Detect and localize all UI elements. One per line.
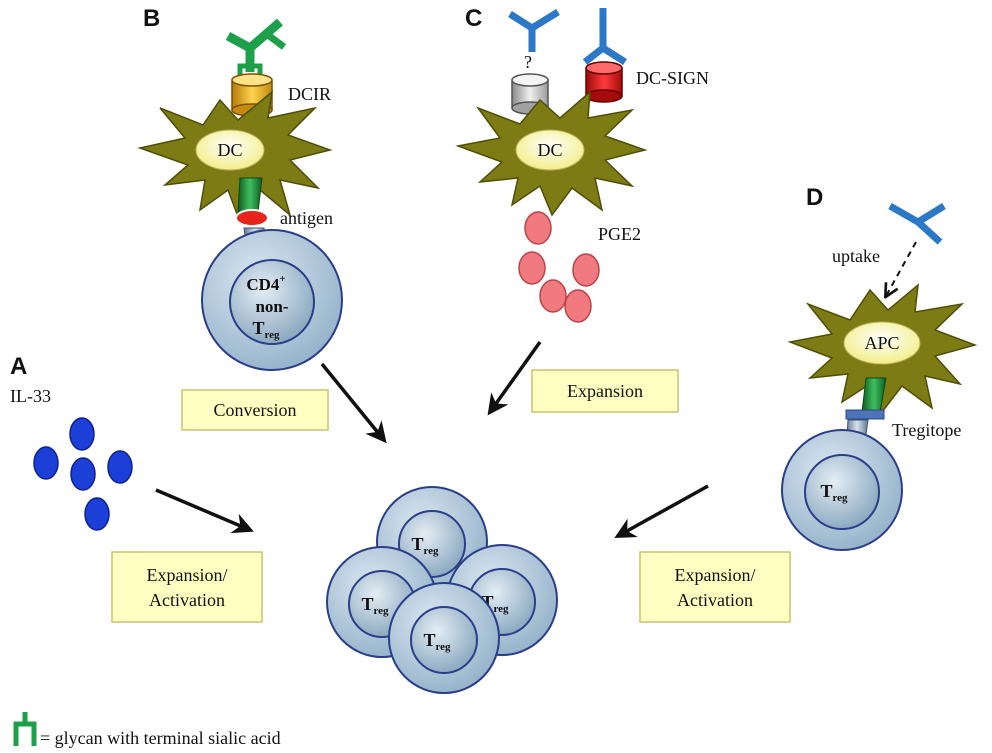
panel-letter-b: B: [143, 5, 160, 32]
svg-text:Treg: Treg: [423, 630, 451, 653]
expansion-activation-box-a: Expansion/ Activation: [111, 551, 263, 623]
treg-cluster: Treg Treg Treg Treg: [326, 486, 558, 694]
antibody-icon-c1: [508, 9, 560, 52]
treg-cell-d: Treg: [781, 429, 903, 551]
dc-nucleus-c: [515, 129, 585, 171]
panel-letter-a: A: [10, 353, 27, 380]
mhc-stalk-b: [237, 177, 263, 213]
apc-nucleus: [843, 321, 921, 365]
expansion-label: Expansion: [567, 381, 643, 401]
arrow-c-to-treg: [487, 340, 542, 416]
panel-letter-d: D: [806, 184, 823, 211]
svg-text:Activation: Activation: [149, 590, 225, 610]
pge2-label: PGE2: [598, 224, 641, 244]
antibody-icon-d: [888, 202, 946, 245]
cd4-superscript: +: [279, 273, 285, 285]
il33-molecules: [33, 417, 133, 531]
reg-label-b: reg: [264, 329, 280, 341]
svg-text:Treg: Treg: [252, 318, 280, 341]
uptake-label: uptake: [832, 246, 880, 266]
dc-sign-label: DC-SIGN: [636, 68, 709, 88]
panel-letter-c: C: [465, 5, 482, 32]
svg-text:CD4+: CD4+: [246, 273, 285, 294]
conversion-label: Conversion: [214, 400, 297, 420]
cd4-label: CD4: [246, 275, 280, 294]
svg-text:Treg: Treg: [411, 534, 439, 557]
non-label: non-: [255, 297, 288, 316]
svg-text:Treg: Treg: [820, 481, 848, 504]
arrow-d-to-treg: [614, 484, 709, 539]
antigen-label: antigen: [280, 208, 333, 228]
svg-text:Treg: Treg: [361, 594, 389, 617]
arrow-b-to-treg: [320, 362, 387, 444]
cd4-non-treg-cell: CD4+ non- Treg: [201, 229, 343, 371]
uptake-arrow: [886, 241, 917, 296]
antibody-icon-c2: [582, 8, 627, 65]
pge2-molecules: [518, 211, 600, 323]
svg-text:Expansion/: Expansion/: [147, 565, 228, 585]
dc-label-b: DC: [217, 140, 242, 160]
tregitope-icon: [845, 409, 885, 420]
arrow-a-to-treg: [155, 488, 254, 534]
il33-label: IL-33: [10, 386, 51, 406]
tregitope-label: Tregitope: [892, 420, 961, 440]
glycan-legend-icon: [13, 712, 37, 746]
glycosylated-antibody-icon: [225, 18, 287, 72]
svg-text:Activation: Activation: [677, 590, 753, 610]
dc-nucleus-b: [195, 129, 265, 171]
antigen-icon: [235, 209, 269, 227]
question-label: ?: [524, 52, 532, 72]
treg-cell-bottom: Treg: [388, 582, 500, 694]
svg-text:Expansion/: Expansion/: [675, 565, 756, 585]
t-label-b: T: [252, 318, 264, 338]
conversion-box: Conversion: [181, 389, 329, 431]
expansion-box: Expansion: [531, 369, 679, 413]
dcir-label: DCIR: [288, 84, 331, 104]
arrows: [155, 340, 709, 539]
apc-label: APC: [864, 333, 899, 353]
dc-sign-receptor: [585, 61, 623, 103]
legend-text: = glycan with terminal sialic acid: [40, 728, 281, 748]
dc-label-c: DC: [537, 140, 562, 160]
expansion-activation-box-d: Expansion/ Activation: [639, 551, 791, 623]
